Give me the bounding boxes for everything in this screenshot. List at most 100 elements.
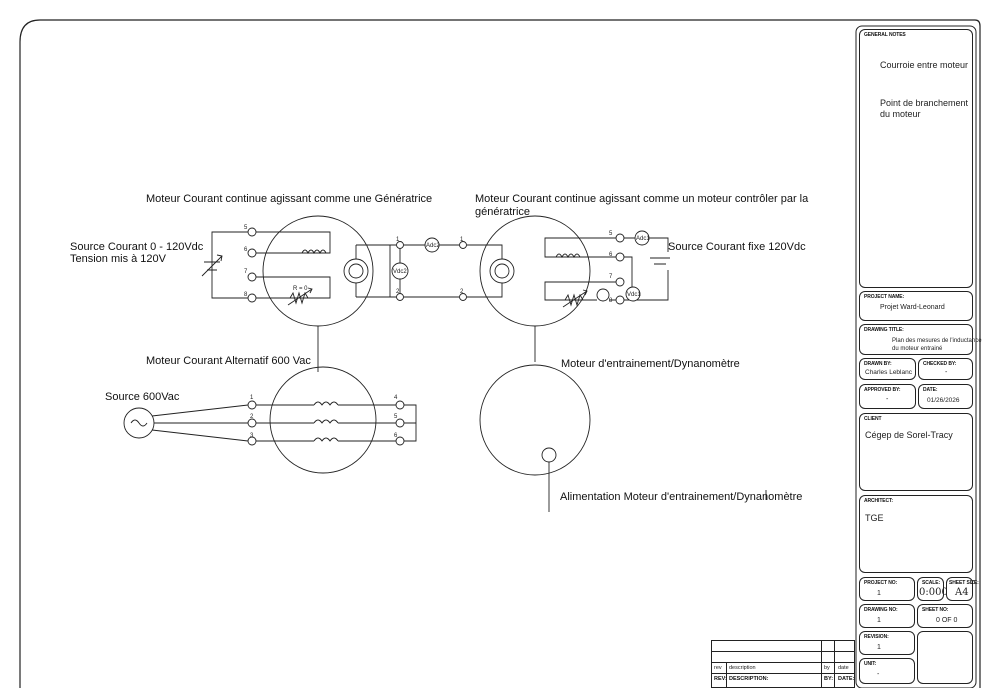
dyno-supply-label: Alimentation Moteur d'entrainement/Dynan…: [560, 491, 803, 503]
revision: 1: [877, 644, 881, 651]
date: 01/26/2026: [927, 397, 960, 404]
by-row-label: by: [824, 665, 830, 671]
generator-title: Moteur Courant continue agissant comme u…: [146, 193, 433, 205]
gen-terminal-8: [247, 293, 257, 303]
vdc1-label: Vdc1: [627, 292, 641, 298]
sheet-no-caption: SHEET NO:: [922, 607, 949, 613]
drawn-by: Charles Leblanc: [865, 369, 912, 376]
unit: -: [877, 671, 880, 678]
north-arrow-box: [917, 631, 973, 684]
rev-row-label: rev: [714, 665, 722, 671]
source-dc-var-line2: Tension mis à 120V: [70, 253, 166, 265]
mot-terminal-5: [615, 233, 625, 243]
dyno-circle: [479, 364, 591, 476]
revision-box: REVISION: 1: [859, 631, 915, 655]
ac-motor-circle: [269, 366, 377, 474]
client-caption: CLIENT: [864, 416, 882, 422]
project-no-caption: PROJECT NO:: [864, 580, 898, 586]
rev-header: REV:: [714, 676, 727, 682]
vdc2-meter: [391, 262, 409, 280]
drawing-no: 1: [877, 617, 881, 624]
dyno-title: Moteur d'entrainement/Dynanomètre: [561, 358, 740, 370]
ac-in-label: 1: [250, 395, 254, 401]
drawing-title-caption: DRAWING TITLE:: [864, 327, 904, 333]
sheet-no-box: SHEET NO: 0 OF 0: [917, 604, 973, 628]
dyno-supply-point: [541, 447, 557, 463]
ac-out-terminal-4: [395, 400, 405, 410]
revision-caption: REVISION:: [864, 634, 889, 640]
motor-armature: [489, 258, 515, 284]
sheet-size-box: SHEET SIZE: A4: [946, 577, 979, 601]
ac-motor-title: Moteur Courant Alternatif 600 Vac: [146, 355, 311, 367]
ac-out-label: 4: [394, 395, 398, 401]
gen-terminal-label: 8: [244, 292, 248, 298]
ac-in-terminal-2: [247, 418, 257, 428]
checked-by-caption: CHECKED BY:: [923, 361, 957, 367]
unit-caption: UNIT:: [864, 661, 877, 667]
date-box: DATE: 01/26/2026: [918, 384, 973, 409]
note-connection-line1: Point de branchement: [880, 98, 969, 108]
project-name: Projet Ward-Leonard: [880, 304, 945, 311]
motor-title-line1: Moteur Courant continue agissant comme u…: [475, 193, 809, 205]
approved-by: -: [886, 396, 889, 403]
rheostat-label: R = 0: [293, 286, 308, 292]
adc1-meter: [634, 230, 650, 246]
general-notes-caption: GENERAL NOTES: [864, 32, 906, 38]
ac-out-terminal-5: [395, 418, 405, 428]
note-belt: Courroie entre moteur: [880, 60, 969, 70]
checked-by-box: CHECKED BY: -: [918, 358, 973, 380]
mot-in-label: 1: [460, 237, 464, 243]
sheet-border-left: [19, 19, 41, 688]
motor-circle: [479, 215, 591, 327]
drawn-by-box: DRAWN BY: Charles Leblanc: [859, 358, 916, 380]
drawing-no-box: DRAWING NO: 1: [859, 604, 915, 628]
drawing-title-line2: du moteur entrainé: [892, 346, 943, 352]
source-ac-label: Source 600Vac: [105, 391, 180, 403]
drawing-title-box: DRAWING TITLE: Plan des mesures de l'ind…: [859, 324, 982, 355]
drawing-title-line1: Plan des mesures de l'inductance: [892, 338, 982, 344]
description-row-label: description: [729, 665, 756, 671]
ac-in-label: 2: [250, 414, 254, 420]
ac-motor: [123, 366, 417, 474]
mot-terminal-label: 5: [609, 231, 613, 237]
mot-in-terminal-2: [459, 293, 467, 301]
gen-terminal-6: [247, 248, 257, 258]
description-header: DESCRIPTION:: [729, 676, 769, 682]
gen-terminal-label: 7: [244, 269, 248, 275]
mot-terminal-6: [615, 252, 625, 262]
dc-motor: [479, 215, 670, 362]
mot-terminal-label: 7: [609, 274, 613, 280]
project-no-box: PROJECT NO: 1: [859, 577, 915, 601]
sheet-border: [40, 19, 981, 688]
approved-by-caption: APPROVED BY:: [864, 387, 901, 393]
note-connection-line2: du moteur: [880, 109, 921, 119]
generator-circle: [262, 215, 374, 327]
project-no: 1: [877, 590, 881, 597]
scale-caption: SCALE:: [922, 580, 941, 586]
mot-terminal-8: [615, 295, 625, 305]
gen-armature: [343, 258, 369, 284]
gen-out-label: 1: [396, 237, 400, 243]
dynamometer: [479, 364, 767, 512]
mot-in-label: 2: [460, 289, 464, 295]
general-notes-box: GENERAL NOTES Courroie entre moteur Poin…: [859, 29, 973, 288]
date-row-label: date: [838, 665, 849, 671]
motor-title-line2: génératrice: [475, 206, 531, 218]
sheet-size: A4: [955, 587, 969, 598]
sheet-size-caption: SHEET SIZE:: [949, 580, 979, 586]
vdc2-label: Vdc2: [393, 269, 407, 275]
ac-out-label: 6: [394, 433, 398, 439]
mot-terminal-7: [615, 277, 625, 287]
date-caption: DATE:: [923, 387, 938, 393]
revision-table: rev description by date REV: DESCRIPTION…: [711, 640, 855, 688]
gen-out-terminal-2: [396, 293, 404, 301]
gen-terminal-label: 5: [244, 225, 248, 231]
client-box: CLIENT Cégep de Sorel-Tracy: [859, 413, 973, 491]
vdc1-meter: [625, 286, 641, 302]
mot-in-terminal-1: [459, 241, 467, 249]
scale-box: SCALE: 0:000: [917, 577, 948, 601]
date-header: DATE:: [838, 676, 855, 682]
mot-terminal-label: 6: [609, 252, 613, 258]
ac-out-label: 5: [394, 414, 398, 420]
